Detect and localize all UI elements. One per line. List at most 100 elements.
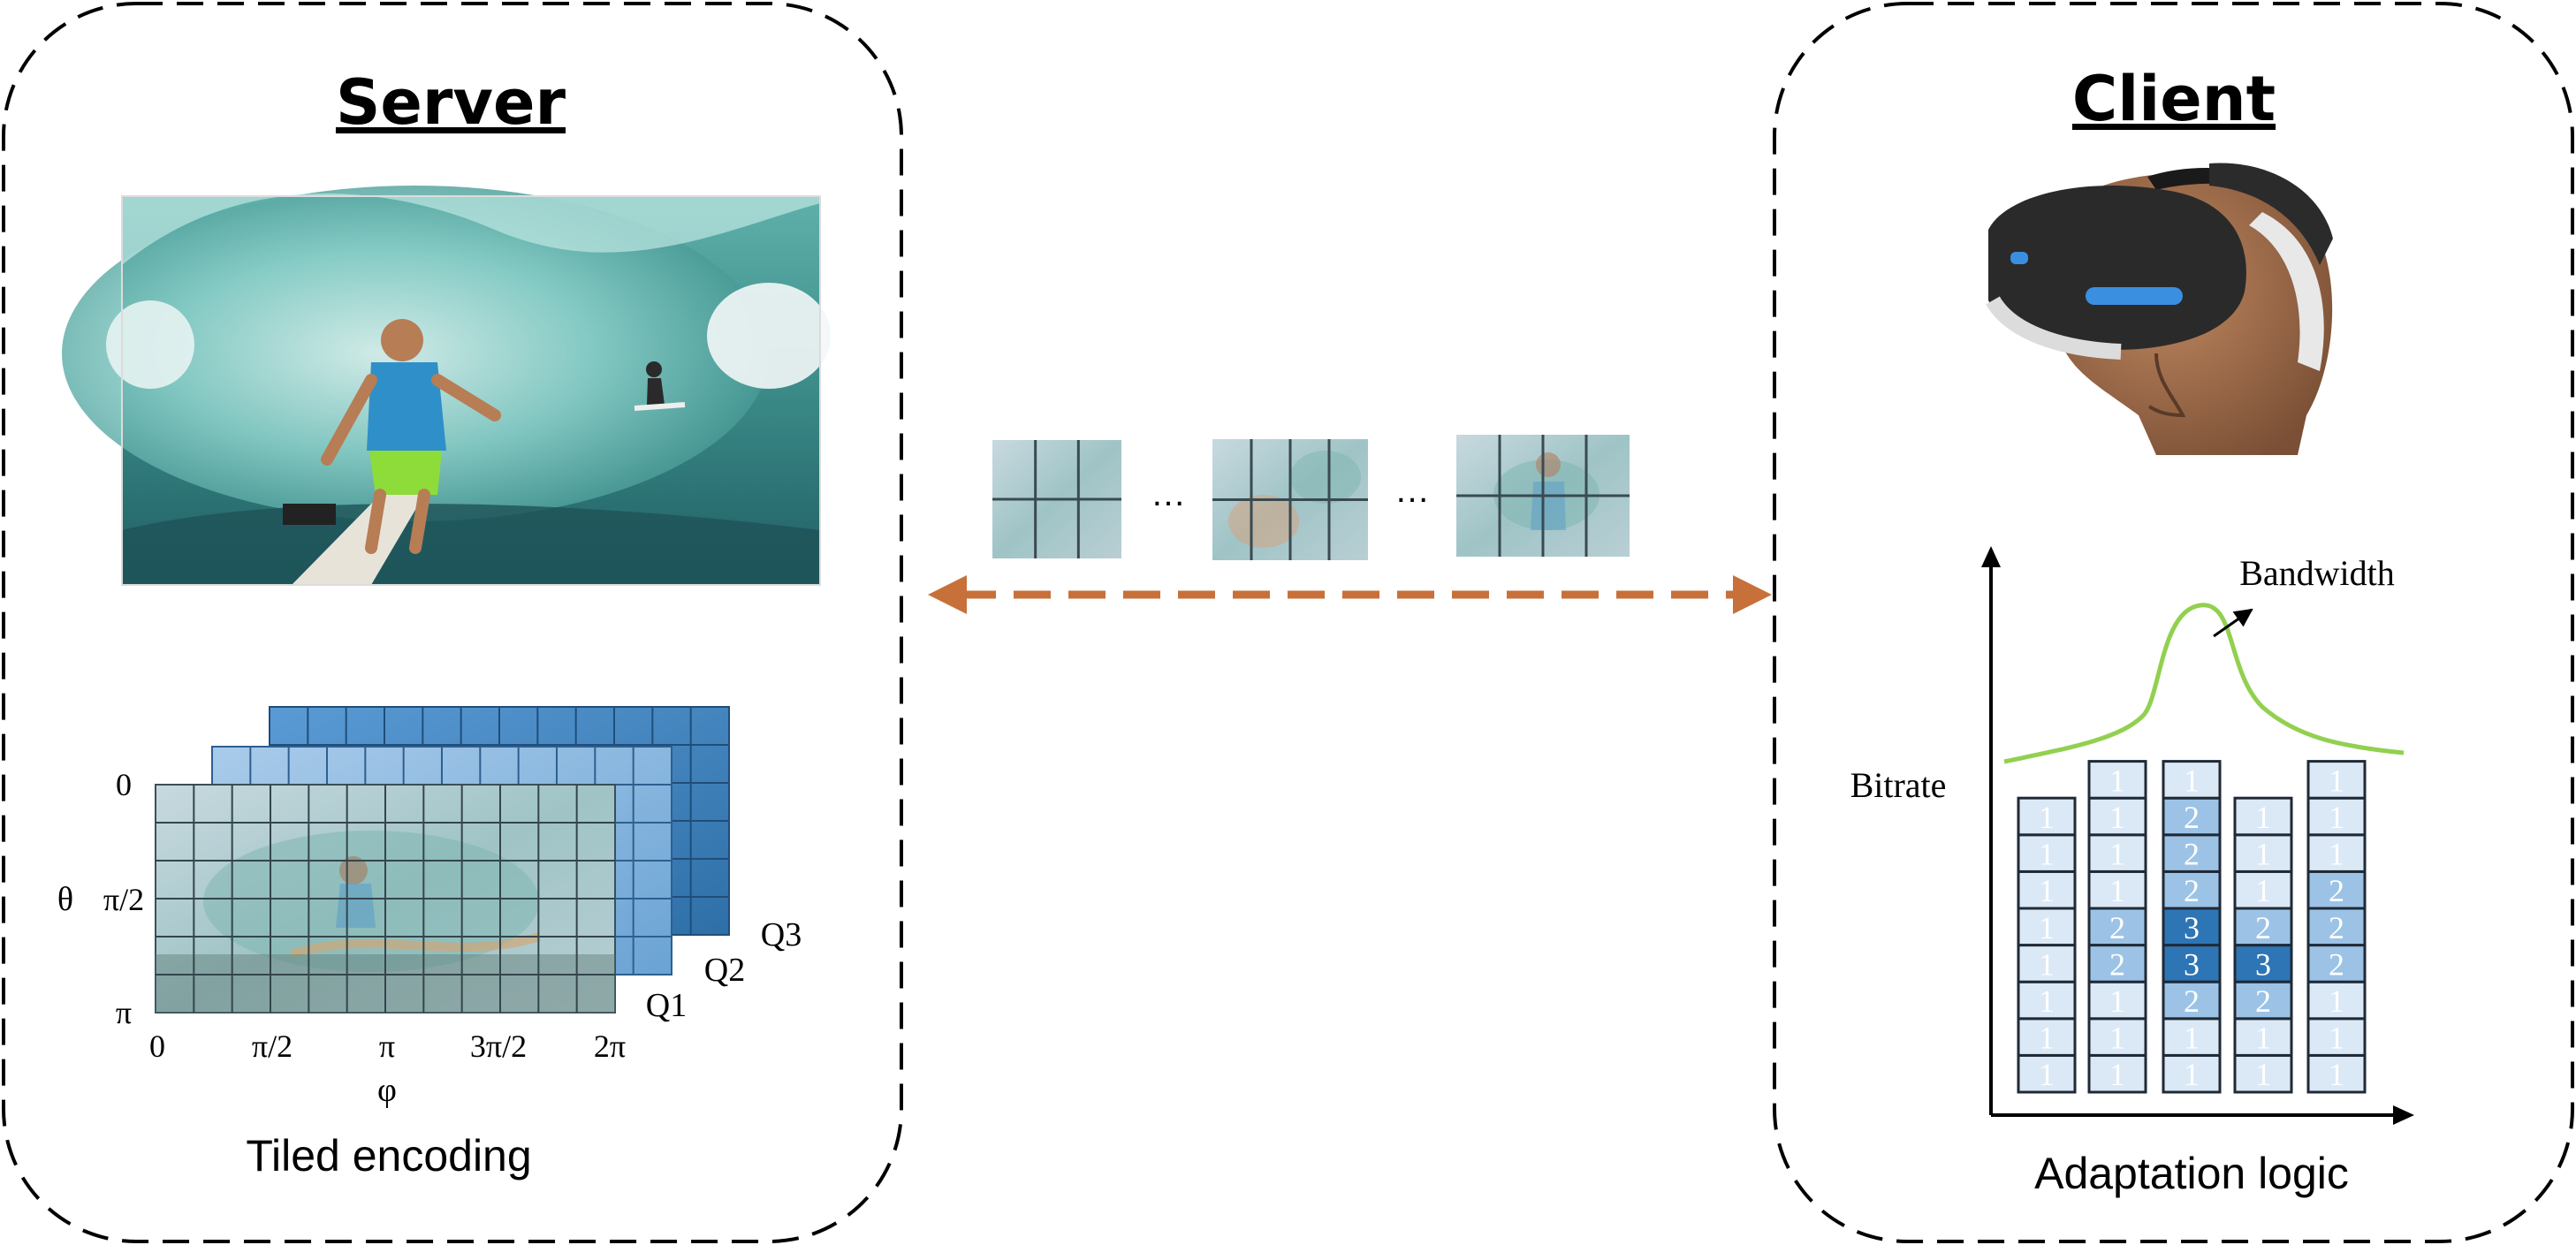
bitrate-columns: 1111111111122111111233222111232111111222… <box>2017 760 2367 1094</box>
bitrate-tile-label: 1 <box>2329 763 2344 798</box>
bitrate-tile <box>2087 1053 2147 1094</box>
bitrate-tile <box>2162 796 2222 837</box>
server-title: Server <box>336 66 566 139</box>
bitrate-tile-label: 2 <box>2329 946 2344 982</box>
bitrate-tile <box>2087 869 2147 910</box>
transfer-area: … … <box>928 435 1772 614</box>
bitrate-tile-label: 1 <box>2329 800 2344 835</box>
bitrate-tile <box>2306 907 2367 947</box>
bandwidth-curve <box>2003 603 2405 764</box>
bitrate-tile-label: 1 <box>2255 837 2271 872</box>
tile-thumbnail-3 <box>1456 435 1630 557</box>
bitrate-tile-label: 1 <box>2109 983 2125 1019</box>
bitrate-tile <box>2087 760 2147 800</box>
bitrate-tile <box>2306 944 2367 983</box>
bandwidth-pointer <box>2213 608 2253 638</box>
bitrate-tile <box>2233 833 2293 873</box>
server-panel-border <box>2 2 903 1243</box>
phi-tick-pi-half: π/2 <box>252 1029 293 1064</box>
bitrate-tile-label: 3 <box>2255 946 2271 982</box>
theta-tick-pi: π <box>116 995 132 1030</box>
bitrate-tile-label: 1 <box>2255 1057 2271 1092</box>
bitrate-tile-label: 1 <box>2109 837 2125 872</box>
bitrate-tile-label: 2 <box>2255 910 2271 945</box>
bitrate-tile <box>2017 833 2077 873</box>
surfer-figure <box>283 319 501 585</box>
bitrate-tile-label: 1 <box>2329 837 2344 872</box>
bitrate-tile-label: 2 <box>2184 983 2200 1019</box>
bitrate-tile-label: 1 <box>2109 763 2125 798</box>
tile-thumbnail-2 <box>1212 439 1368 560</box>
quality-layer-q1 <box>155 784 616 1013</box>
bitrate-tile-label: 3 <box>2184 946 2200 982</box>
bitrate-tile-label: 2 <box>2329 910 2344 945</box>
bitrate-tile <box>2233 907 2293 947</box>
client-title: Client <box>2072 63 2276 135</box>
client-panel-border <box>1773 2 2574 1243</box>
bitrate-tile <box>2087 980 2147 1021</box>
y-axis-arrowhead <box>1981 546 2001 567</box>
bitrate-tile-label: 2 <box>2255 983 2271 1019</box>
bitrate-tile <box>2017 907 2077 947</box>
bitrate-tile <box>2162 980 2222 1021</box>
phi-tick-0: 0 <box>149 1029 165 1064</box>
bitrate-tile-label: 1 <box>2184 763 2200 798</box>
bitrate-tile <box>2306 833 2367 873</box>
bitrate-tile-label: 2 <box>2109 910 2125 945</box>
bitrate-tile <box>2233 1053 2293 1094</box>
distant-surfer <box>634 361 686 411</box>
bitrate-tile-label: 1 <box>2039 837 2055 872</box>
bitrate-tile-label: 2 <box>2329 873 2344 908</box>
bitrate-tile-label: 1 <box>2255 873 2271 908</box>
bitrate-tile <box>2017 1053 2077 1094</box>
bitrate-tile-label: 2 <box>2184 800 2200 835</box>
bitrate-tile-label: 1 <box>2039 910 2055 945</box>
bitrate-tile-label: 1 <box>2039 800 2055 835</box>
bitrate-tile <box>2233 796 2293 837</box>
bitrate-tile-label: 1 <box>2329 1057 2344 1092</box>
bitrate-tile-label: 1 <box>2039 946 2055 982</box>
tile-thumbnail-1 <box>992 440 1121 558</box>
bidirectional-arrow <box>928 575 1772 614</box>
label-q3: Q3 <box>761 916 802 953</box>
bitrate-tile <box>2162 869 2222 910</box>
bitrate-tile-label: 2 <box>2184 873 2200 908</box>
bitrate-tile-label: 1 <box>2329 983 2344 1019</box>
bitrate-tile-label: 1 <box>2039 1057 2055 1092</box>
label-q1: Q1 <box>646 987 687 1024</box>
bandwidth-label: Bandwidth <box>2239 553 2395 593</box>
bitrate-tile-label: 2 <box>2184 837 2200 872</box>
client-caption: Adaptation logic <box>2034 1149 2349 1198</box>
phi-tick-3pi-half: 3π/2 <box>470 1029 527 1064</box>
bitrate-tile-label: 1 <box>2109 873 2125 908</box>
bitrate-tile-label: 1 <box>2184 1057 2200 1092</box>
bitrate-tile <box>2087 833 2147 873</box>
tiled-encoding-graphic: 0 π/2 π θ 0 π/2 π 3π/2 2π φ Q1 Q2 Q3 <box>57 706 802 1109</box>
bitrate-tile-label: 1 <box>2039 1021 2055 1056</box>
phi-tick-pi: π <box>379 1029 395 1064</box>
theta-tick-0: 0 <box>116 767 132 802</box>
bitrate-tile-label: 1 <box>2255 1021 2271 1056</box>
bitrate-tile-label: 1 <box>2039 873 2055 908</box>
bitrate-tile <box>2233 1017 2293 1057</box>
x-axis-arrowhead <box>2393 1105 2414 1125</box>
bitrate-tile-label: 3 <box>2184 910 2200 945</box>
bitrate-tile-label: 1 <box>2329 1021 2344 1056</box>
bitrate-tile-label: 1 <box>2109 1057 2125 1092</box>
bitrate-tile <box>2017 796 2077 837</box>
ellipsis-1: … <box>1151 474 1186 513</box>
y-axis-label: Bitrate <box>1850 765 1947 805</box>
label-q2: Q2 <box>704 952 745 989</box>
adaptation-chart: Bitrate 11111111111221111112332221112321… <box>1850 546 2414 1125</box>
bitrate-tile-label: 1 <box>2109 800 2125 835</box>
phi-tick-2pi: 2π <box>594 1029 626 1064</box>
bitrate-tile <box>2162 760 2222 800</box>
bitrate-tile <box>2233 944 2293 983</box>
bitrate-tile <box>2162 944 2222 983</box>
bitrate-tile <box>2162 1053 2222 1094</box>
client-panel: Client Bitrate 1111111111122111111233222… <box>1773 2 2574 1243</box>
phi-axis-symbol: φ <box>377 1072 397 1109</box>
bitrate-tile-label: 1 <box>2255 800 2271 835</box>
bitrate-tile-label: 2 <box>2109 946 2125 982</box>
